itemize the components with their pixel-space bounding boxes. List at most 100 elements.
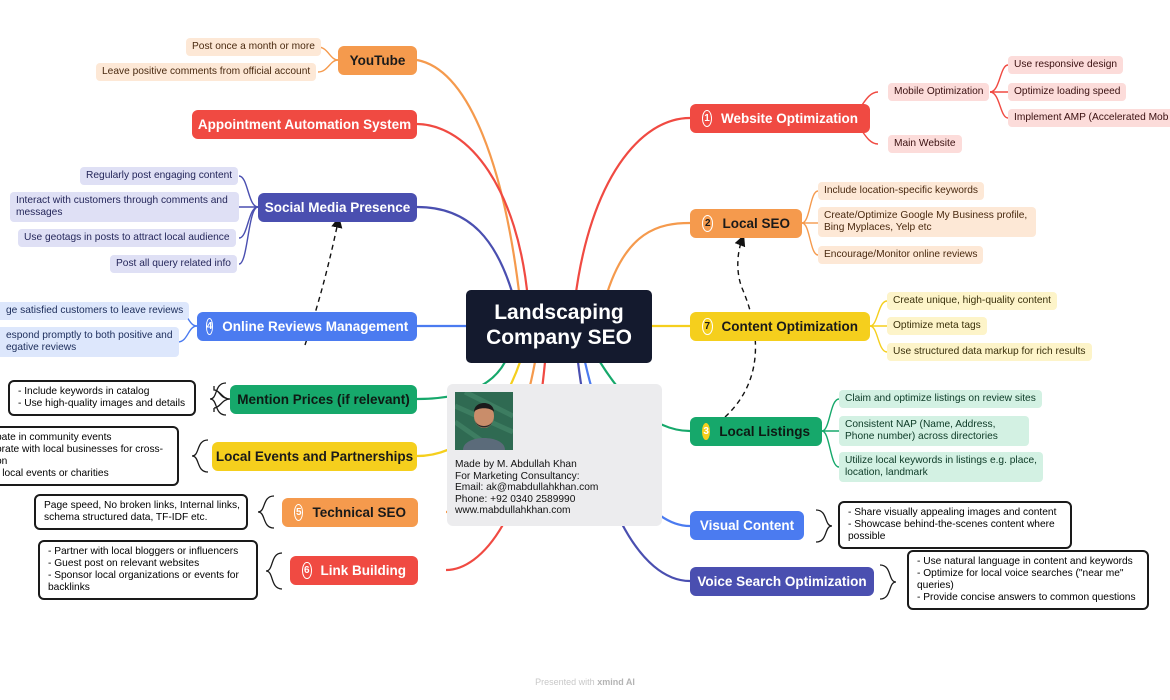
topic-social-label: Social Media Presence	[264, 200, 411, 215]
localseo-item[interactable]: Encourage/Monitor online reviews	[818, 246, 984, 264]
topic-youtube[interactable]: YouTube	[338, 46, 417, 75]
main-website-item[interactable]: Main Website	[888, 135, 962, 153]
social-item[interactable]: Post all query related info	[110, 255, 237, 273]
localseo-item-label: Include location-specific keywords	[824, 185, 979, 196]
content-item[interactable]: Create unique, high-quality content	[887, 292, 1058, 310]
mobile-subitem-label: Implement AMP (Accelerated Mob	[1014, 112, 1169, 123]
listings-item[interactable]: Claim and optimize listings on review si…	[839, 390, 1042, 408]
central-topic-line1: Landscaping	[494, 301, 624, 324]
content-item-label: Create unique, high-quality content	[893, 295, 1052, 306]
youtube-item[interactable]: Leave positive comments from official ac…	[96, 63, 317, 81]
topic-listings-label: Local Listings	[719, 424, 810, 439]
topic-links-label: Link Building	[320, 563, 407, 578]
links-note-line: - Sponsor local organizations or events …	[48, 570, 239, 581]
youtube-item-label: Leave positive comments from official ac…	[102, 66, 311, 77]
main-website-label: Main Website	[894, 138, 956, 149]
social-item[interactable]: Use geotags in posts to attract local au…	[18, 229, 236, 247]
topic-voice-search[interactable]: Voice Search Optimization	[690, 567, 874, 596]
listings-item-label: Consistent NAP (Name, Address, Phone num…	[845, 419, 998, 442]
topic-technical-seo[interactable]: 5 Technical SEO	[282, 498, 418, 527]
author-email[interactable]: Email: ak@mabdullahkhan.com	[455, 482, 599, 493]
mobile-subitem[interactable]: Use responsive design	[1008, 56, 1124, 74]
author-phone: Phone: +92 0340 2589990	[455, 493, 576, 505]
technical-note-line: Page speed, No broken links, Internal li…	[44, 500, 240, 511]
author-photo	[455, 392, 513, 450]
author-website[interactable]: www.mabdullahkhan.com	[455, 505, 571, 516]
youtube-item-label: Post once a month or more	[192, 41, 315, 52]
reviews-item-line: espond promptly to both positive and	[6, 330, 173, 341]
visual-note-line: possible	[848, 531, 886, 542]
listings-item[interactable]: Utilize local keywords in listings e.g. …	[839, 452, 1043, 482]
visual-note-line: - Share visually appealing images and co…	[848, 507, 1057, 518]
content-item[interactable]: Optimize meta tags	[887, 317, 987, 335]
topic-local-seo[interactable]: 2 Local SEO	[690, 209, 802, 238]
content-item[interactable]: Use structured data markup for rich resu…	[887, 343, 1092, 361]
events-note-line: pate in community events	[0, 432, 112, 443]
links-note-line: - Partner with local bloggers or influen…	[48, 546, 239, 557]
links-note[interactable]: - Partner with local bloggers or influen…	[38, 540, 258, 600]
social-item-label: Regularly post engaging content	[86, 170, 233, 181]
prices-note-line: - Use high-quality images and details	[18, 398, 186, 409]
topic-local-listings[interactable]: 3 Local Listings	[690, 417, 822, 446]
central-topic[interactable]: Landscaping Company SEO	[466, 290, 652, 363]
events-note-line: orate with local businesses for cross-	[0, 444, 164, 455]
topic-mention-prices[interactable]: Mention Prices (if relevant)	[230, 385, 417, 414]
prices-note[interactable]: - Include keywords in catalog - Use high…	[8, 380, 196, 416]
author-info: Made by M. Abdullah Khan For Marketing C…	[455, 459, 598, 517]
voice-note[interactable]: - Use natural language in content and ke…	[907, 550, 1149, 610]
reviews-item-label: ge satisfied customers to leave reviews	[6, 305, 184, 316]
reviews-item-line: egative reviews	[6, 342, 77, 353]
links-note-line: - Guest post on relevant websites	[48, 558, 200, 569]
links-note-line: backlinks	[48, 582, 90, 593]
topic-appointment-label: Appointment Automation System	[197, 117, 412, 132]
topic-website-optimization[interactable]: 1 Website Optimization	[690, 104, 870, 133]
mobile-optimization-item[interactable]: Mobile Optimization	[888, 83, 990, 101]
content-item-label: Optimize meta tags	[893, 320, 981, 331]
localseo-item-label: Create/Optimize Google My Business profi…	[824, 210, 1028, 233]
topic-reviews-label: Online Reviews Management	[222, 319, 409, 334]
topic-social-media[interactable]: Social Media Presence	[258, 193, 417, 222]
topic-visual-content[interactable]: Visual Content	[690, 511, 804, 540]
topic-number-badge: 2	[702, 215, 714, 232]
voice-note-line: - Provide concise answers to common ques…	[917, 592, 1136, 603]
footer-brand[interactable]: xmind AI	[597, 677, 635, 687]
mobile-optimization-label: Mobile Optimization	[894, 86, 984, 97]
topic-appointment-automation[interactable]: Appointment Automation System	[192, 110, 417, 139]
visual-note-line: - Showcase behind-the-scenes content whe…	[848, 519, 1055, 530]
consultancy-label: For Marketing Consultancy:	[455, 470, 580, 482]
topic-number-badge: 3	[702, 423, 711, 440]
topic-local-events[interactable]: Local Events and Partnerships	[212, 442, 417, 471]
technical-note[interactable]: Page speed, No broken links, Internal li…	[34, 494, 248, 530]
topic-online-reviews[interactable]: 4 Online Reviews Management	[197, 312, 417, 341]
youtube-item[interactable]: Post once a month or more	[186, 38, 321, 56]
topic-content-label: Content Optimization	[721, 319, 858, 334]
topic-number-badge: 7	[702, 318, 713, 335]
mobile-subitem[interactable]: Implement AMP (Accelerated Mob	[1008, 109, 1170, 127]
topic-number-badge: 6	[302, 562, 312, 579]
events-note[interactable]: pate in community events orate with loca…	[0, 426, 179, 486]
visual-note[interactable]: - Share visually appealing images and co…	[838, 501, 1072, 549]
social-item[interactable]: Interact with customers through comments…	[10, 192, 239, 222]
topic-content-optimization[interactable]: 7 Content Optimization	[690, 312, 870, 341]
listings-item[interactable]: Consistent NAP (Name, Address, Phone num…	[839, 416, 1029, 446]
footer-prefix: Presented with	[535, 677, 595, 687]
localseo-item[interactable]: Create/Optimize Google My Business profi…	[818, 207, 1036, 237]
topic-visual-label: Visual Content	[699, 518, 795, 533]
social-item[interactable]: Regularly post engaging content	[80, 167, 239, 185]
content-item-label: Use structured data markup for rich resu…	[893, 346, 1086, 357]
topic-number-badge: 5	[294, 504, 304, 521]
topic-number-badge: 4	[205, 318, 214, 335]
voice-note-line: - Optimize for local voice searches ("ne…	[917, 568, 1124, 579]
reviews-item[interactable]: espond promptly to both positive and ega…	[0, 327, 179, 357]
footer-credit: Presented with xmind AI	[0, 677, 1170, 687]
reviews-item[interactable]: ge satisfied customers to leave reviews	[0, 302, 190, 320]
topic-link-building[interactable]: 6 Link Building	[290, 556, 418, 585]
topic-number-badge: 1	[702, 110, 712, 127]
localseo-item[interactable]: Include location-specific keywords	[818, 182, 985, 200]
topic-technical-label: Technical SEO	[312, 505, 406, 520]
mobile-subitem[interactable]: Optimize loading speed	[1008, 83, 1127, 101]
topic-website-label: Website Optimization	[720, 111, 858, 126]
social-item-label: Use geotags in posts to attract local au…	[24, 232, 230, 243]
listings-item-label: Utilize local keywords in listings e.g. …	[845, 455, 1037, 478]
